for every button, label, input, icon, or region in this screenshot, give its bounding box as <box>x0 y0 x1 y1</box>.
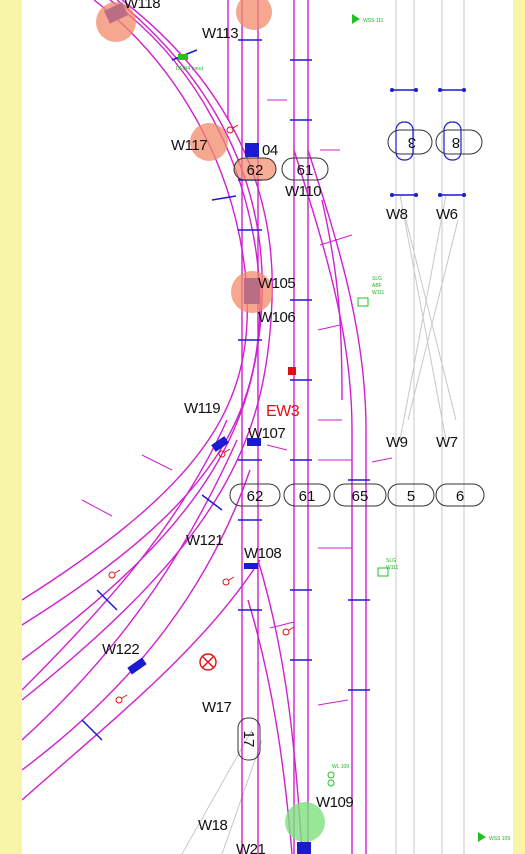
section-65-label: 65 <box>352 488 369 505</box>
signal-label-slg-mid-1: SLG <box>386 558 396 564</box>
signal-label-dfw4: DFW4 (neu) <box>176 66 204 72</box>
switch-label-w104: 04 <box>262 142 278 159</box>
section-3[interactable] <box>387 129 433 155</box>
section-62-upper[interactable] <box>233 157 277 181</box>
switch-label-w9: W9 <box>386 434 408 451</box>
switch-label-w109: W109 <box>316 794 353 811</box>
occupied-marker-w118 <box>96 2 136 42</box>
signal-label-slg-top-3: W111 <box>372 290 385 296</box>
occupied-marker-w105 <box>231 271 273 313</box>
section-8-label: 8 <box>452 134 460 151</box>
emergency-flag-icon <box>288 367 296 375</box>
section-62-lower-label: 62 <box>247 488 264 505</box>
switch-label-w122: W122 <box>102 641 139 658</box>
section-5[interactable] <box>387 483 435 507</box>
section-5-label: 5 <box>407 488 415 505</box>
upper-section-boxes <box>233 129 483 181</box>
signal-label-slg-top-1: SLG <box>372 276 382 282</box>
occupied-marker-w117 <box>190 123 228 161</box>
switch-label-w21: W21 <box>236 841 266 854</box>
clear-marker-w109 <box>285 802 325 842</box>
switch-label-w108: W108 <box>244 545 281 562</box>
signal-label-wss111: WSS 111 <box>363 18 384 24</box>
track-plan: 62 61 3 8 62 61 65 5 6 17 W118 W113 W117… <box>22 0 510 854</box>
section-3-label: 3 <box>408 134 416 151</box>
switch-label-w105: W105 <box>258 275 295 292</box>
occupied-marker-w113 <box>236 0 272 30</box>
switch-label-w113: W113 <box>202 25 238 42</box>
section-61-lower-label: 61 <box>299 488 316 505</box>
track-magnet-icon <box>108 124 295 704</box>
signal-green-icon <box>178 14 486 842</box>
signal-label-wl109: WL 109 <box>332 764 349 770</box>
reference-stubs <box>81 99 393 706</box>
emergency-label-ew3: EW3 <box>266 403 300 420</box>
section-61-upper-label: 61 <box>297 162 314 179</box>
signal-label-slg-top-2: ABF <box>372 283 382 289</box>
signal-bars-w8-w6 <box>390 88 466 197</box>
switch-label-w117: W117 <box>171 137 207 154</box>
signal-label-slg-mid-2: W111 <box>386 565 399 571</box>
switch-label-w118: W118 <box>124 0 160 12</box>
section-6-label: 6 <box>456 488 464 505</box>
section-62-upper-label: 62 <box>247 162 264 179</box>
section-65[interactable] <box>333 483 387 507</box>
ghost-tracks <box>181 0 465 854</box>
switch-label-w121: W121 <box>186 532 223 549</box>
signal-cross-icon <box>199 653 217 671</box>
occupancy-markers <box>96 0 325 842</box>
switch-label-w107: W107 <box>248 425 285 442</box>
section-6[interactable] <box>435 483 485 507</box>
section-8[interactable] <box>435 129 483 155</box>
section-17[interactable] <box>237 717 261 761</box>
switch-label-w110: W110 <box>285 183 321 200</box>
section-17-label: 17 <box>240 731 257 748</box>
track-plan-sheet: 62 61 3 8 62 61 65 5 6 17 W118 W113 W117… <box>22 0 513 854</box>
sleepers <box>81 39 370 741</box>
curved-tracks <box>22 0 273 801</box>
switch-label-w106: W106 <box>258 309 295 326</box>
section-61-upper[interactable] <box>281 157 329 181</box>
lower-section-boxes <box>229 483 485 761</box>
switch-label-w18: W18 <box>198 817 228 834</box>
signal-label-wss109: WSS 109 <box>489 836 510 842</box>
switch-label-w7: W7 <box>436 434 458 451</box>
switch-label-w119: W119 <box>184 400 220 417</box>
switch-label-w8: W8 <box>386 206 408 223</box>
section-62-lower[interactable] <box>229 483 281 507</box>
section-61-lower[interactable] <box>283 483 331 507</box>
switch-label-w17: W17 <box>202 699 232 716</box>
switch-label-w6: W6 <box>436 206 458 223</box>
